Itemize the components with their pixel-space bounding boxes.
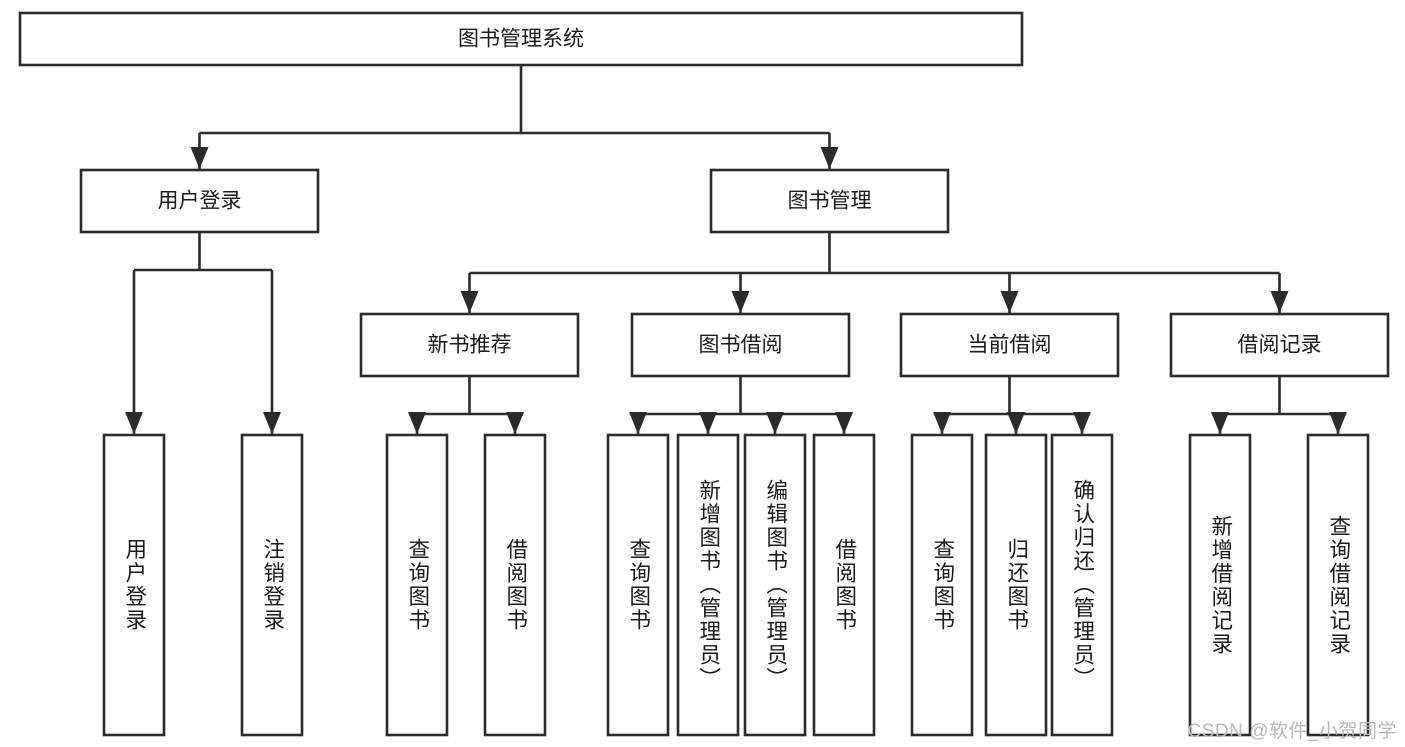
arrow-head xyxy=(1211,412,1229,434)
leaf-label-text: 新增借阅记录 xyxy=(1208,514,1233,656)
node-label: 当前借阅 xyxy=(968,334,1052,357)
arrow-head xyxy=(820,147,839,169)
leaf-label-text: 编辑图书（管理员） xyxy=(763,479,788,691)
node-leaf-query-book-2[interactable] xyxy=(606,433,670,737)
leaf-label-leaf-query-book-1: 查询图书 xyxy=(387,435,447,735)
arrow-head xyxy=(506,412,524,434)
arrow-head xyxy=(1073,412,1091,434)
node-book-borrow[interactable]: 图书借阅 xyxy=(630,312,851,378)
node-new-book-rec[interactable]: 新书推荐 xyxy=(359,312,580,378)
node-leaf-borrow-book-1[interactable] xyxy=(483,433,547,737)
leaf-label-leaf-borrow-book-1: 借阅图书 xyxy=(485,435,545,735)
node-leaf-query-record[interactable] xyxy=(1306,433,1370,737)
arrow-head xyxy=(1000,291,1019,313)
leaf-label-text: 查询借阅记录 xyxy=(1326,514,1351,656)
leaf-label-text: 查询图书 xyxy=(626,538,651,632)
leaf-label-text: 查询图书 xyxy=(930,538,955,632)
leaf-label-text: 注销登录 xyxy=(260,538,285,632)
arrow-head xyxy=(766,412,784,434)
node-leaf-edit-book[interactable] xyxy=(743,433,807,737)
leaf-label-leaf-add-record: 新增借阅记录 xyxy=(1190,435,1250,735)
arrow-head xyxy=(835,412,853,434)
leaf-label-text: 借阅图书 xyxy=(503,538,528,632)
node-leaf-query-book-3[interactable] xyxy=(910,433,974,737)
node-leaf-add-book[interactable] xyxy=(676,433,740,737)
leaf-label-text: 新增图书（管理员） xyxy=(696,479,721,691)
arrow-head xyxy=(460,291,479,313)
leaf-label-text: 查询图书 xyxy=(405,538,430,632)
leaf-label-leaf-add-book: 新增图书（管理员） xyxy=(678,435,738,735)
node-label: 图书借阅 xyxy=(699,334,783,357)
node-label: 图书管理 xyxy=(788,190,872,213)
node-root[interactable]: 图书管理系统 xyxy=(18,11,1024,67)
leaf-label-leaf-return-book: 归还图书 xyxy=(986,435,1046,735)
node-leaf-user-logout[interactable] xyxy=(240,433,304,737)
node-leaf-borrow-book-2[interactable] xyxy=(812,433,876,737)
arrow-head xyxy=(1270,291,1289,313)
leaf-label-text: 归还图书 xyxy=(1004,538,1029,632)
leaf-label-leaf-query-book-2: 查询图书 xyxy=(608,435,668,735)
node-user-login[interactable]: 用户登录 xyxy=(79,168,320,234)
leaf-label-leaf-confirm-ret: 确认归还（管理员） xyxy=(1052,435,1112,735)
leaf-label-leaf-user-login: 用户登录 xyxy=(104,435,164,735)
arrow-head xyxy=(1007,412,1025,434)
leaf-label-leaf-borrow-book-2: 借阅图书 xyxy=(814,435,874,735)
node-label: 用户登录 xyxy=(158,190,242,213)
node-leaf-return-book[interactable] xyxy=(984,433,1048,737)
arrow-head xyxy=(629,412,647,434)
arrow-head xyxy=(408,412,426,434)
node-label: 图书管理系统 xyxy=(458,28,584,51)
arrow-head xyxy=(1329,412,1347,434)
leaf-label-text: 借阅图书 xyxy=(832,538,857,632)
node-label: 借阅记录 xyxy=(1238,334,1322,357)
arrow-head xyxy=(125,412,143,434)
leaf-label-leaf-edit-book: 编辑图书（管理员） xyxy=(745,435,805,735)
node-leaf-add-record[interactable] xyxy=(1188,433,1252,737)
leaf-label-text: 用户登录 xyxy=(122,538,147,632)
leaf-label-leaf-query-record: 查询借阅记录 xyxy=(1308,435,1368,735)
node-borrow-record[interactable]: 借阅记录 xyxy=(1169,312,1390,378)
node-label: 新书推荐 xyxy=(428,334,512,357)
node-book-manage[interactable]: 图书管理 xyxy=(709,168,950,234)
node-current-borrow[interactable]: 当前借阅 xyxy=(899,312,1120,378)
arrow-head xyxy=(263,412,281,434)
connectors-layer xyxy=(125,65,1347,434)
arrow-head xyxy=(190,147,209,169)
arrow-head xyxy=(699,412,717,434)
node-leaf-user-login[interactable] xyxy=(102,433,166,737)
leaf-label-leaf-user-logout: 注销登录 xyxy=(242,435,302,735)
leaf-label-text: 确认归还（管理员） xyxy=(1070,479,1095,691)
arrow-head xyxy=(933,412,951,434)
node-leaf-confirm-ret[interactable] xyxy=(1050,433,1114,737)
node-leaf-query-book-1[interactable] xyxy=(385,433,449,737)
arrow-head xyxy=(731,291,750,313)
leaf-label-leaf-query-book-3: 查询图书 xyxy=(912,435,972,735)
